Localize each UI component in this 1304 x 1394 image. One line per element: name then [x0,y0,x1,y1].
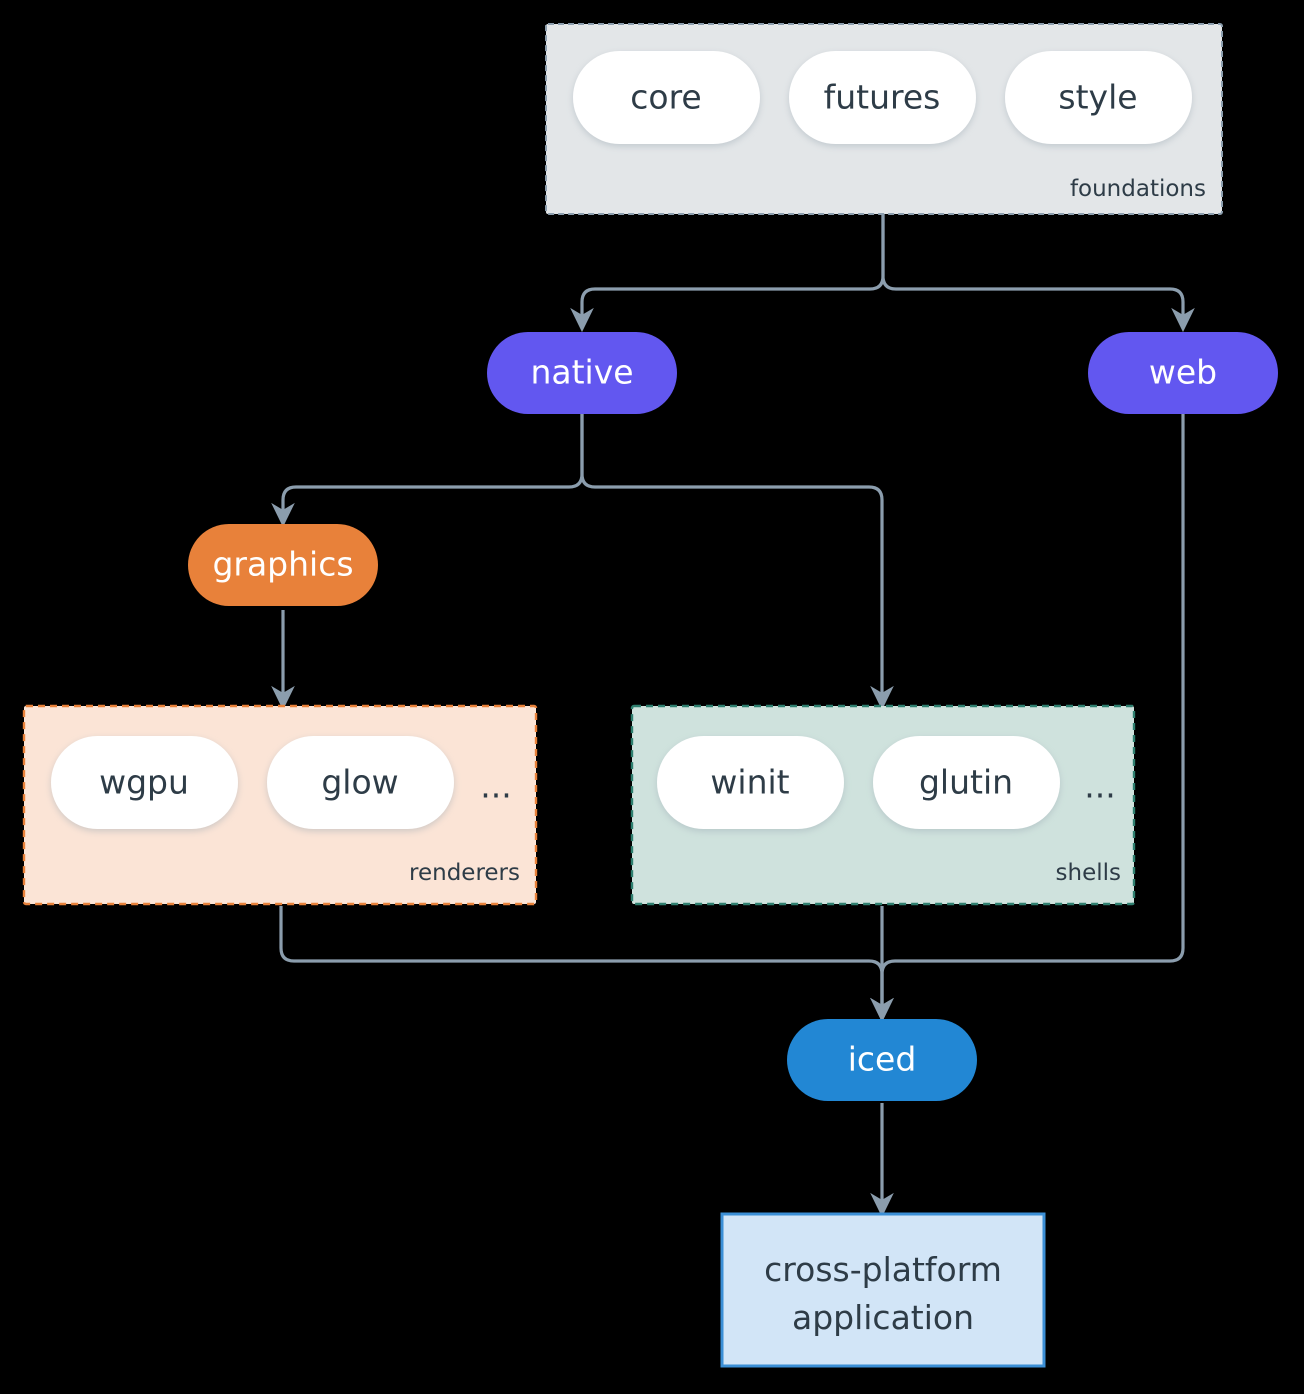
node-iced[interactable]: iced [787,1019,977,1101]
node-graphics-label: graphics [212,545,353,584]
pill-glow-label: glow [321,763,398,802]
group-foundations[interactable]: core futures style foundations [545,23,1223,215]
pill-core-shape [573,51,760,144]
node-web[interactable]: web [1088,332,1278,414]
node-native[interactable]: native [487,332,677,414]
pill-glutin-shape [873,736,1060,829]
pill-style-label: style [1058,78,1137,117]
pill-wgpu-label: wgpu [99,763,189,802]
group-shells-label: shells [1056,860,1121,886]
edge-renderers-to-iced [279,906,894,1023]
node-web-shape [1088,332,1278,414]
pill-glow-shape [267,736,454,829]
pill-wgpu[interactable]: wgpu [51,736,238,829]
node-native-label: native [530,353,633,392]
node-graphics-shape [188,524,378,606]
group-renderers[interactable]: wgpu glow ... renderers [22,704,538,906]
pill-glow[interactable]: glow [267,736,454,829]
group-foundations-label: foundations [1070,176,1206,202]
pill-core[interactable]: core [573,51,760,144]
node-native-shape [487,332,677,414]
pill-glutin[interactable]: glutin [873,736,1060,829]
edge-foundations-to-web [881,214,1195,333]
node-web-label: web [1149,353,1217,392]
application-box-line2: application [792,1298,974,1337]
node-iced-shape [787,1019,977,1101]
edge-layer [271,214,1195,1218]
application-box-line1: cross-platform [764,1250,1002,1289]
node-graphics[interactable]: graphics [188,524,378,606]
pill-style-shape [1005,51,1192,144]
node-cross-platform-application[interactable]: cross-platform application [720,1212,1046,1368]
pill-futures-shape [789,51,976,144]
pill-style[interactable]: style [1005,51,1192,144]
pill-glutin-label: glutin [919,763,1013,802]
group-shells-ellipsis: ... [1084,767,1115,806]
edge-foundations-split [570,214,885,333]
group-renderers-label: renderers [409,860,520,886]
pill-core-label: core [630,78,701,117]
pill-winit-label: winit [710,763,789,802]
edge-native-to-shells [580,414,894,711]
pill-winit-shape [657,736,844,829]
pill-futures-label: futures [824,78,941,117]
pill-wgpu-shape [51,736,238,829]
pill-winit[interactable]: winit [657,736,844,829]
edge-web-to-iced [870,414,1185,1023]
group-renderers-ellipsis: ... [480,767,511,806]
node-iced-label: iced [848,1040,917,1079]
group-shells[interactable]: winit glutin ... shells [630,704,1136,906]
edge-native-to-graphics [271,414,584,528]
application-box-shape [720,1212,1046,1368]
pill-futures[interactable]: futures [789,51,976,144]
